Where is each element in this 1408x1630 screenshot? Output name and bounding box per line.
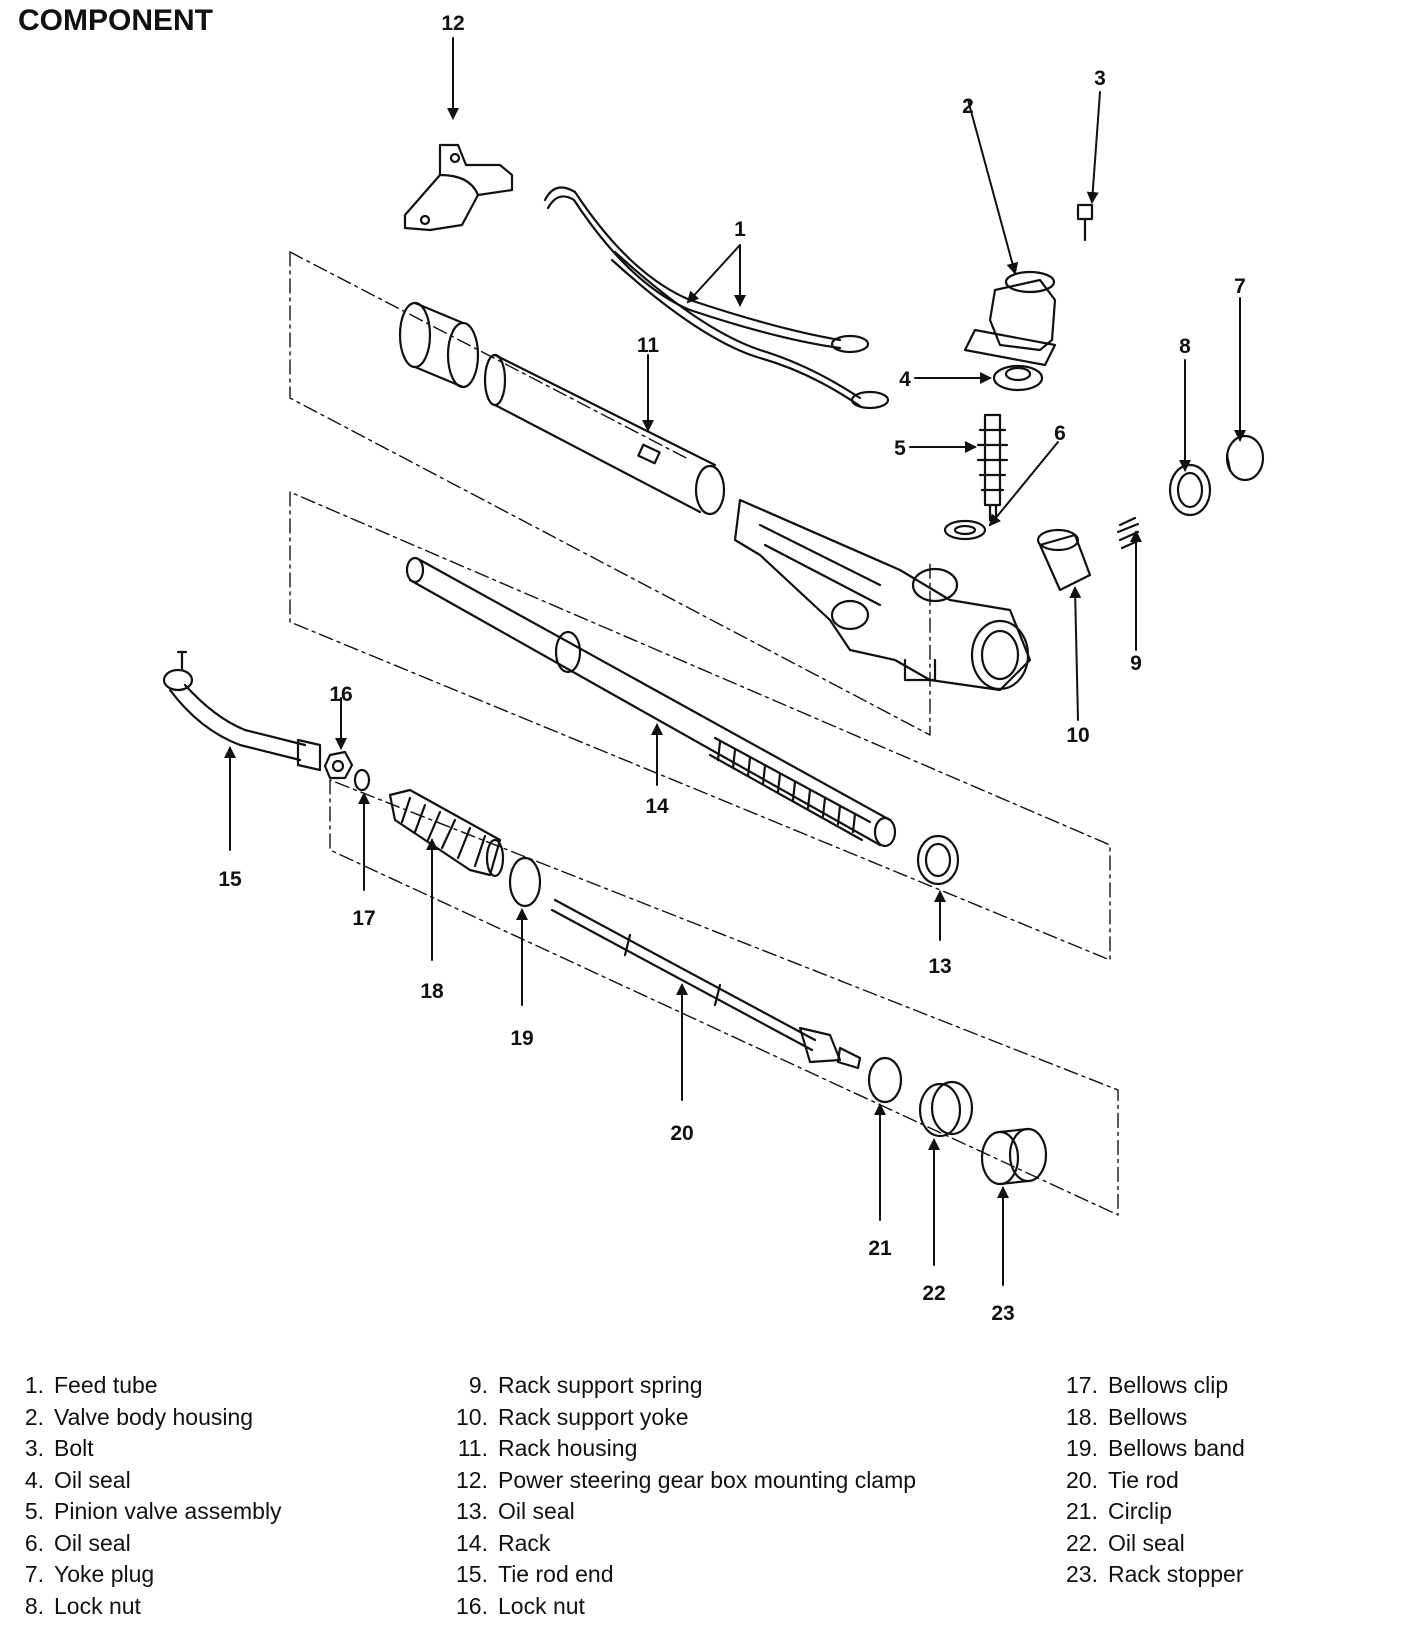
- callout-8: 8: [1179, 335, 1191, 358]
- bolt: [1076, 203, 1094, 242]
- legend-item: 9.Rack support spring: [468, 1372, 703, 1398]
- lock-nut-16: [323, 750, 354, 780]
- legend-item: 8.Lock nut: [24, 1592, 141, 1619]
- legend-item: 23.Rack stopper: [1066, 1561, 1244, 1587]
- callout-3: 3: [1094, 67, 1106, 90]
- oil-seal-22: [918, 1080, 974, 1138]
- legend-item: 10.Rack support yoke: [456, 1403, 689, 1430]
- legend-column-1: 1.Feed tube 2.Valve body housing 3.Bolt …: [18, 1370, 282, 1622]
- legend-item: 17.Bellows clip: [1066, 1372, 1229, 1398]
- leader-arrows: [224, 37, 1246, 1286]
- callout-13: 13: [928, 955, 951, 978]
- mounting-clamp: [403, 143, 514, 232]
- oil-seal-13: [916, 834, 960, 886]
- circlip: [867, 1056, 903, 1104]
- lock-nut-8: [1168, 463, 1212, 517]
- callout-6: 6: [1054, 422, 1066, 445]
- callout-2: 2: [962, 95, 974, 118]
- callout-17: 17: [352, 907, 375, 930]
- legend-item: 20.Tie rod: [1066, 1466, 1179, 1493]
- legend-column-3: 17.Bellows clip 18.Bellows 19.Bellows ba…: [1058, 1370, 1245, 1591]
- callout-1: 1: [734, 218, 746, 241]
- callout-19: 19: [510, 1027, 533, 1050]
- callout-15: 15: [218, 868, 242, 891]
- callout-16: 16: [329, 683, 352, 706]
- bellows-clip: [353, 768, 371, 792]
- rack-stopper: [980, 1127, 1048, 1186]
- callout-9: 9: [1130, 652, 1142, 675]
- callout-22: 22: [922, 1282, 945, 1305]
- pinion-valve-assembly: [976, 413, 1009, 522]
- page-title: COMPONENT: [18, 4, 213, 37]
- callout-21: 21: [868, 1237, 892, 1260]
- valve-body-housing: [963, 270, 1057, 367]
- oil-seal-4: [992, 364, 1044, 392]
- rack-support-yoke: [1036, 528, 1092, 592]
- rack-support-spring: [1116, 516, 1142, 550]
- legend-item: 4.Oil seal: [24, 1466, 131, 1493]
- rack-housing-sleeve: [398, 301, 480, 389]
- callout-7: 7: [1234, 275, 1246, 298]
- callout-18: 18: [420, 980, 444, 1003]
- legend-item: 12.Power steering gear box mounting clam…: [456, 1466, 917, 1493]
- alignment-box-upper: [289, 251, 931, 736]
- callout-numbers: 1 2 3 4 5 6 7 8 9 10 11 12 13 14 15 16 1…: [218, 12, 1246, 1325]
- legend-item: 19.Bellows band: [1066, 1435, 1245, 1461]
- legend-item: 6.Oil seal: [24, 1529, 131, 1556]
- legend-item: 1.Feed tube: [24, 1372, 158, 1398]
- tie-rod: [550, 898, 862, 1070]
- legend-item: 18.Bellows: [1066, 1403, 1188, 1430]
- legend-item: 5.Pinion valve assembly: [24, 1498, 282, 1524]
- legend-item: 21.Circlip: [1066, 1498, 1172, 1524]
- rack-housing-tube: [483, 353, 726, 516]
- feed-tube: [543, 186, 890, 410]
- callout-4: 4: [899, 368, 911, 391]
- callout-10: 10: [1066, 724, 1089, 747]
- legend-item: 2.Valve body housing: [24, 1403, 254, 1430]
- bellows: [388, 788, 505, 878]
- callout-20: 20: [670, 1122, 693, 1145]
- rack: [405, 556, 897, 848]
- legend-item: 3.Bolt: [24, 1435, 94, 1461]
- legend-item: 13.Oil seal: [456, 1498, 575, 1524]
- exploded-diagram: 1 2 3 4 5 6 7 8 9 10 11 12 13 14 15 16 1…: [162, 12, 1265, 1325]
- legend-item: 15.Tie rod end: [456, 1561, 614, 1587]
- legend-column-2: 9.Rack support spring 10.Rack support yo…: [448, 1370, 916, 1622]
- legend-item: 22.Oil seal: [1066, 1529, 1185, 1556]
- legend-item: 14.Rack: [456, 1529, 551, 1556]
- alignment-box-lower: [289, 491, 1119, 1216]
- legend-item: 7.Yoke plug: [24, 1561, 155, 1587]
- callout-11: 11: [637, 334, 660, 357]
- callout-12: 12: [441, 12, 464, 35]
- tie-rod-end: [162, 650, 322, 772]
- gear-housing: [733, 498, 1032, 692]
- callout-23: 23: [991, 1302, 1014, 1325]
- oil-seal-6: [943, 519, 987, 541]
- bellows-band: [508, 856, 542, 908]
- legend-item: 11.Rack housing: [457, 1435, 638, 1461]
- legend-item: 16.Lock nut: [456, 1592, 585, 1619]
- yoke-plug: [1225, 434, 1265, 482]
- callout-14: 14: [645, 795, 669, 818]
- callout-5: 5: [894, 437, 906, 460]
